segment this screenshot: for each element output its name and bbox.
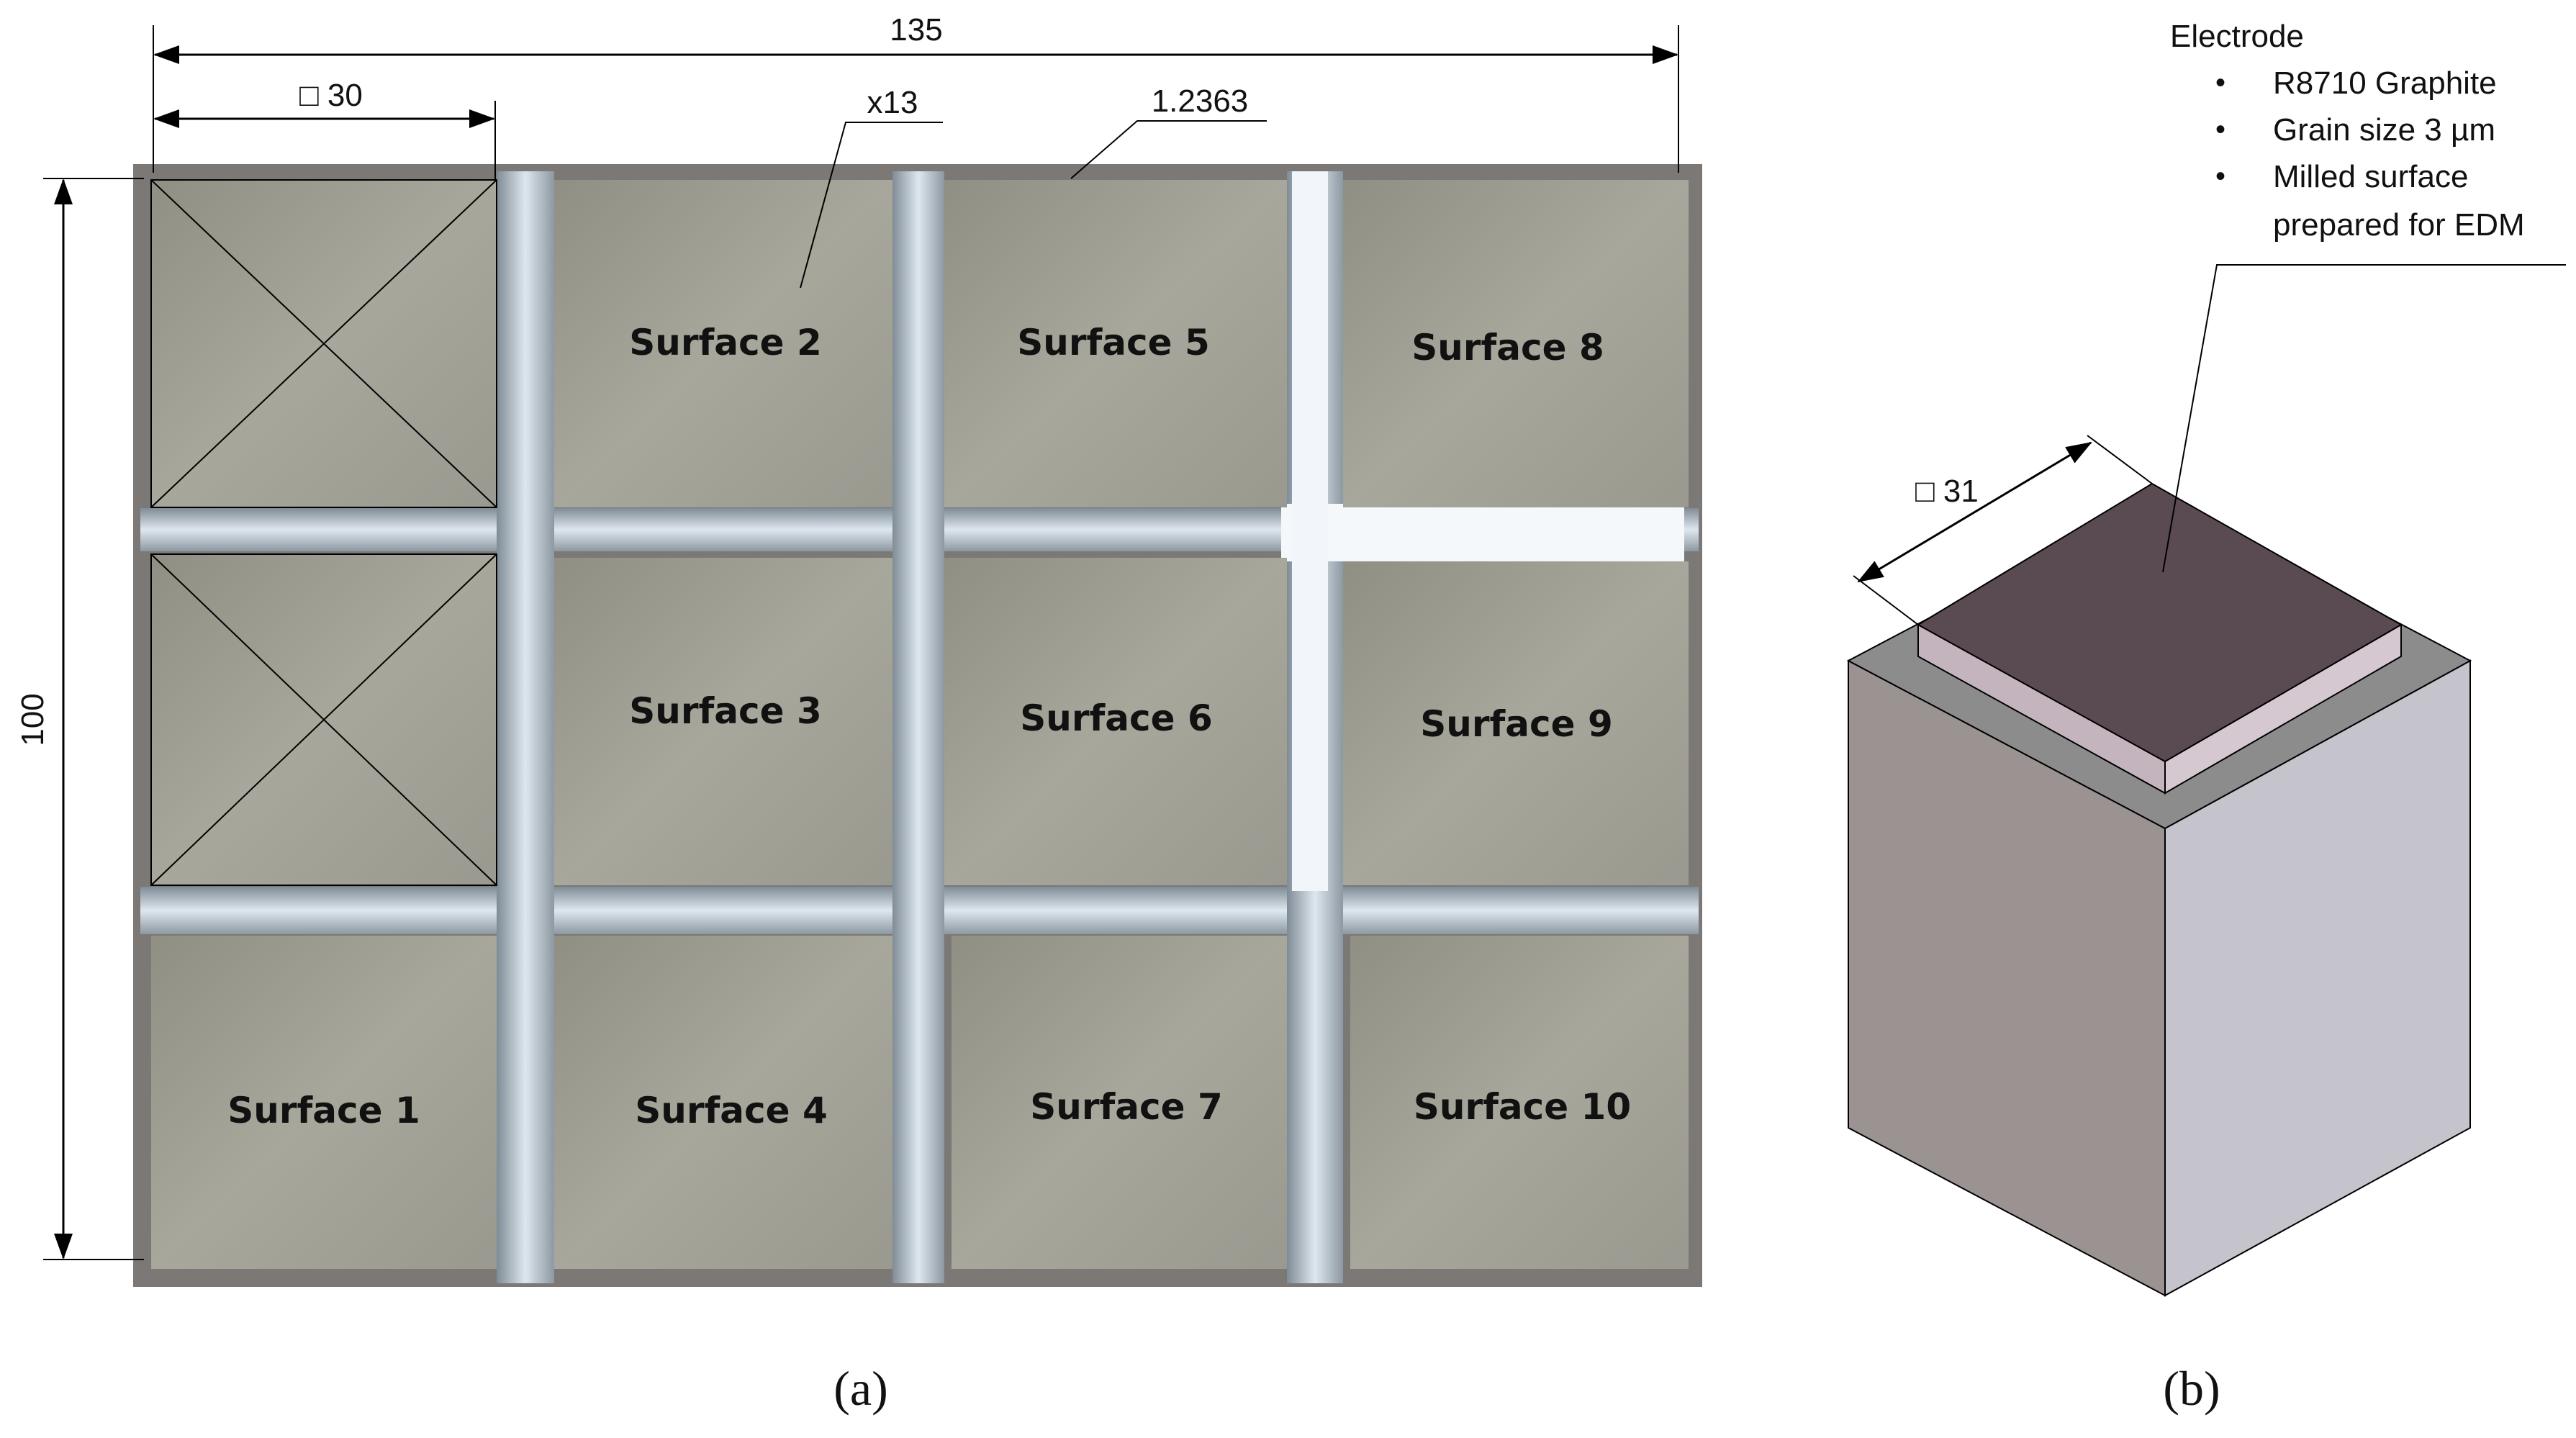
groove-v1 xyxy=(497,171,554,1283)
dim-square-label: □ 30 xyxy=(299,78,363,113)
bullet-1-dot: • xyxy=(2215,67,2225,99)
electrode-annotation: Electrode • R8710 Graphite • Grain size … xyxy=(2170,19,2525,243)
tile-surface-1 xyxy=(151,936,497,1269)
bullet-3-dot: • xyxy=(2215,160,2225,192)
label-surface-3: Surface 3 xyxy=(629,690,822,732)
label-surface-9: Surface 9 xyxy=(1420,703,1613,745)
electrode-title: Electrode xyxy=(2170,19,2304,54)
dim-width-label: 135 xyxy=(890,12,942,48)
panel-a: Surface 1 Surface 2 Surface 3 Surface 4 … xyxy=(15,12,1702,1416)
groove-v2 xyxy=(892,171,944,1283)
tile-surface-7 xyxy=(952,936,1287,1269)
grooves xyxy=(140,171,1699,1283)
dim-electrode-label: □ 31 xyxy=(1915,474,1979,509)
tile-surface-6 xyxy=(944,558,1287,885)
bullet-2-dot: • xyxy=(2215,114,2225,145)
label-surface-7: Surface 7 xyxy=(1030,1086,1223,1128)
tile-surface-2 xyxy=(554,180,892,507)
tile-surface-9 xyxy=(1343,561,1689,885)
cross-marks xyxy=(150,179,497,886)
label-surface-2: Surface 2 xyxy=(629,322,822,363)
dim-height: 100 xyxy=(15,178,144,1260)
caption-a: (a) xyxy=(833,1361,887,1416)
dim-height-label: 100 xyxy=(15,693,50,746)
bullet-2: Grain size 3 µm xyxy=(2273,112,2495,148)
count-label: x13 xyxy=(867,85,918,120)
label-surface-10: Surface 10 xyxy=(1414,1086,1631,1128)
label-surface-5: Surface 5 xyxy=(1017,322,1210,363)
leader-electrode xyxy=(2162,264,2566,573)
tile-surface-4 xyxy=(554,936,892,1269)
bullet-3: Milled surface xyxy=(2273,159,2468,194)
tile-surface-3 xyxy=(554,558,892,885)
dim-electrode: □ 31 xyxy=(1853,435,2153,625)
tile-surface-5 xyxy=(944,180,1287,507)
label-surface-4: Surface 4 xyxy=(635,1090,828,1131)
tile-surface-8 xyxy=(1343,180,1689,507)
groove-glare-v xyxy=(1292,171,1328,891)
leader-material: 1.2363 xyxy=(1070,83,1267,179)
bullet-3-cont: prepared for EDM xyxy=(2273,207,2525,243)
dim-width: 135 xyxy=(153,12,1679,173)
leader-count: x13 xyxy=(800,85,943,289)
groove-glare xyxy=(1281,504,1684,561)
caption-b: (b) xyxy=(2163,1361,2220,1416)
panel-b: □ 31 Electrode • R8710 Graphite • Grain … xyxy=(1846,19,2566,1416)
bullet-1: R8710 Graphite xyxy=(2273,65,2497,101)
label-surface-6: Surface 6 xyxy=(1020,697,1213,739)
label-surface-8: Surface 8 xyxy=(1411,327,1604,368)
surface-labels: Surface 1 Surface 2 Surface 3 Surface 4 … xyxy=(227,322,1631,1131)
dim-square: □ 30 xyxy=(153,78,496,180)
label-surface-1: Surface 1 xyxy=(227,1090,420,1131)
material-label: 1.2363 xyxy=(1152,83,1249,119)
tile-surface-10 xyxy=(1350,936,1689,1269)
